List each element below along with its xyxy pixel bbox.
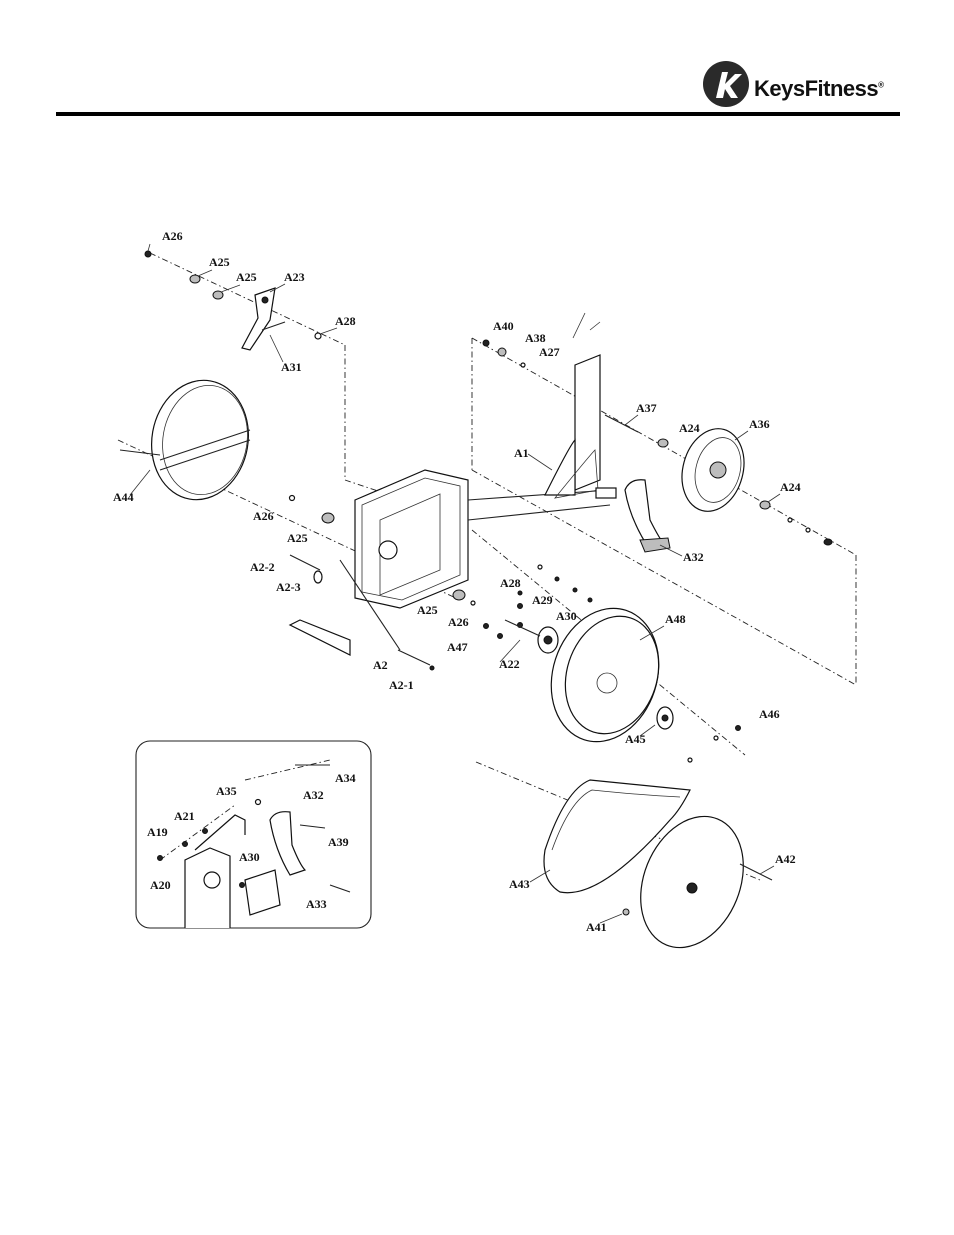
- label-a46: A46: [759, 707, 780, 721]
- part-main-frame: [290, 313, 616, 655]
- label-a25-low: A25: [417, 603, 438, 617]
- part-a48-flywheel: [505, 594, 741, 762]
- label-a47: A47: [447, 640, 468, 654]
- label-a24-right: A24: [780, 480, 801, 494]
- label-a20: A20: [150, 878, 171, 892]
- label-a35: A35: [216, 784, 237, 798]
- label-a2-2: A2-2: [250, 560, 275, 574]
- label-a2-1: A2-1: [389, 678, 414, 692]
- label-a26-top: A26: [162, 229, 183, 243]
- label-a25-top1: A25: [209, 255, 230, 269]
- label-a37: A37: [636, 401, 657, 415]
- label-a25-top2: A25: [236, 270, 257, 284]
- label-a2: A2: [373, 658, 388, 672]
- label-a25-mid: A25: [287, 531, 308, 545]
- label-a26-mid: A26: [253, 509, 274, 523]
- label-a40: A40: [493, 319, 514, 333]
- label-a39: A39: [328, 835, 349, 849]
- label-a41: A41: [586, 920, 607, 934]
- label-a32-inset: A32: [303, 788, 324, 802]
- label-a34: A34: [335, 771, 356, 785]
- label-a27: A27: [539, 345, 560, 359]
- label-a33: A33: [306, 897, 327, 911]
- label-a36: A36: [749, 417, 770, 431]
- label-a43: A43: [509, 877, 530, 891]
- label-a21: A21: [174, 809, 195, 823]
- part-a43-belt-and-a42-disc: [544, 780, 772, 963]
- label-a23: A23: [284, 270, 305, 284]
- part-a23-bracket: [145, 251, 321, 350]
- label-a28-mid: A28: [500, 576, 521, 590]
- label-a48: A48: [665, 612, 686, 626]
- label-a29: A29: [532, 593, 553, 607]
- label-a28-top: A28: [335, 314, 356, 328]
- label-a30-inset: A30: [239, 850, 260, 864]
- label-a26-low: A26: [448, 615, 469, 629]
- label-a1: A1: [514, 446, 529, 460]
- label-a2-3: A2-3: [276, 580, 301, 594]
- label-a31: A31: [281, 360, 302, 374]
- label-a19: A19: [147, 825, 168, 839]
- label-a32-top: A32: [683, 550, 704, 564]
- part-a32-pedal: [625, 480, 670, 552]
- part-a44-flywheel-ring: [120, 373, 258, 508]
- label-a24-top: A24: [679, 421, 700, 435]
- label-a42: A42: [775, 852, 796, 866]
- label-a44: A44: [113, 490, 134, 504]
- label-a38: A38: [525, 331, 546, 345]
- label-a30-mid: A30: [556, 609, 577, 623]
